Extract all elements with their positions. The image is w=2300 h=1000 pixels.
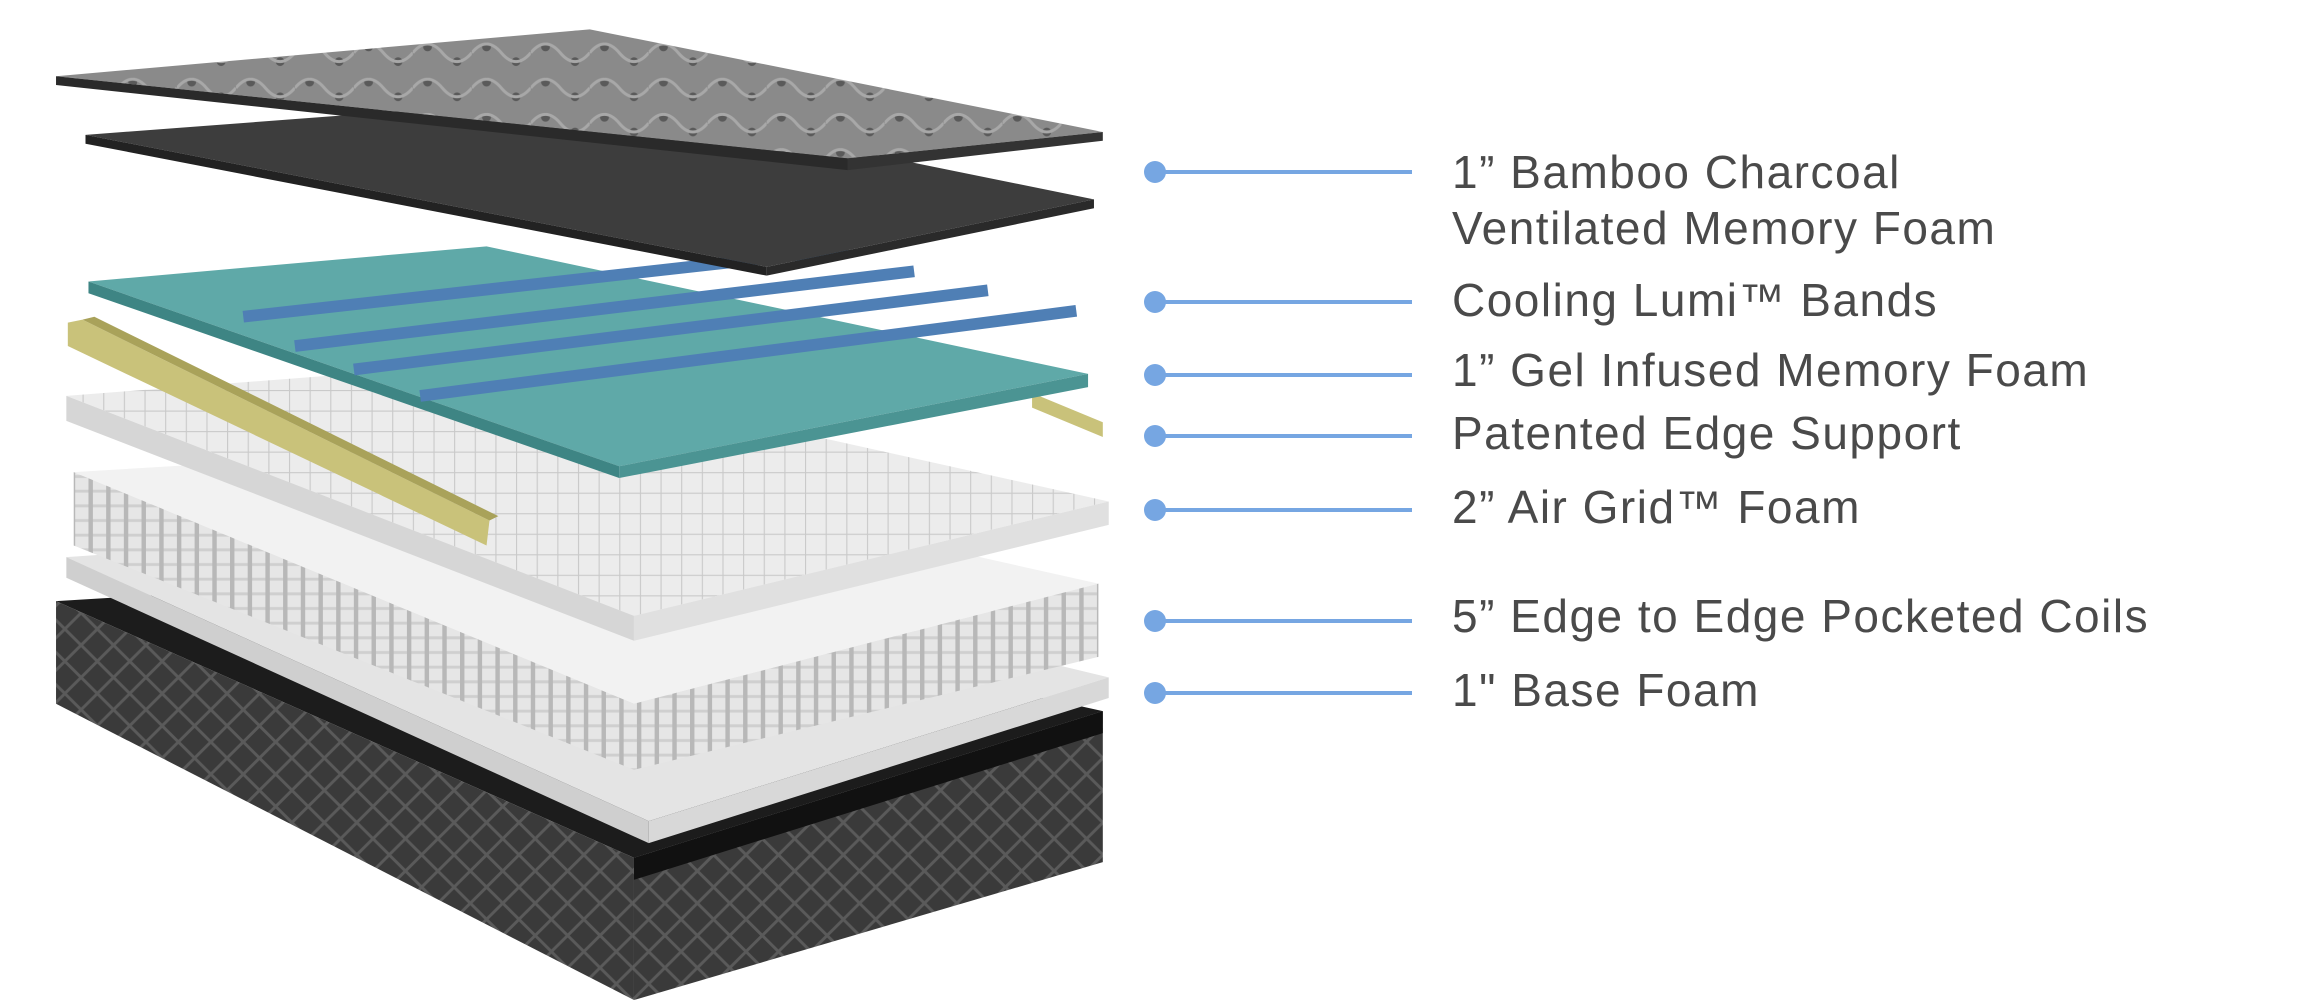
edge-support-rails <box>67 316 1103 546</box>
callout-label: 1” Gel Infused Memory Foam <box>1452 344 2090 396</box>
leader-line <box>1144 425 1412 447</box>
bamboo-charcoal-layer <box>85 96 1094 276</box>
callout-label: 1" Base Foam <box>1452 664 1760 716</box>
callout-label: 2” Air Grid™ Foam <box>1452 481 1861 533</box>
callout-label: Patented Edge Support <box>1452 407 1962 459</box>
leader-line <box>1144 499 1412 521</box>
leader-line <box>1144 161 1412 183</box>
air-grid-foam-layer <box>66 363 1109 641</box>
leader-line <box>1144 610 1412 632</box>
quilted-top-cover <box>56 29 1103 171</box>
callout-label: Cooling Lumi™ Bands <box>1452 274 1939 326</box>
callout-label: 5” Edge to Edge Pocketed Coils <box>1452 590 2150 642</box>
leader-line <box>1144 682 1412 704</box>
leader-line <box>1144 364 1412 386</box>
leader-line <box>1144 291 1412 313</box>
